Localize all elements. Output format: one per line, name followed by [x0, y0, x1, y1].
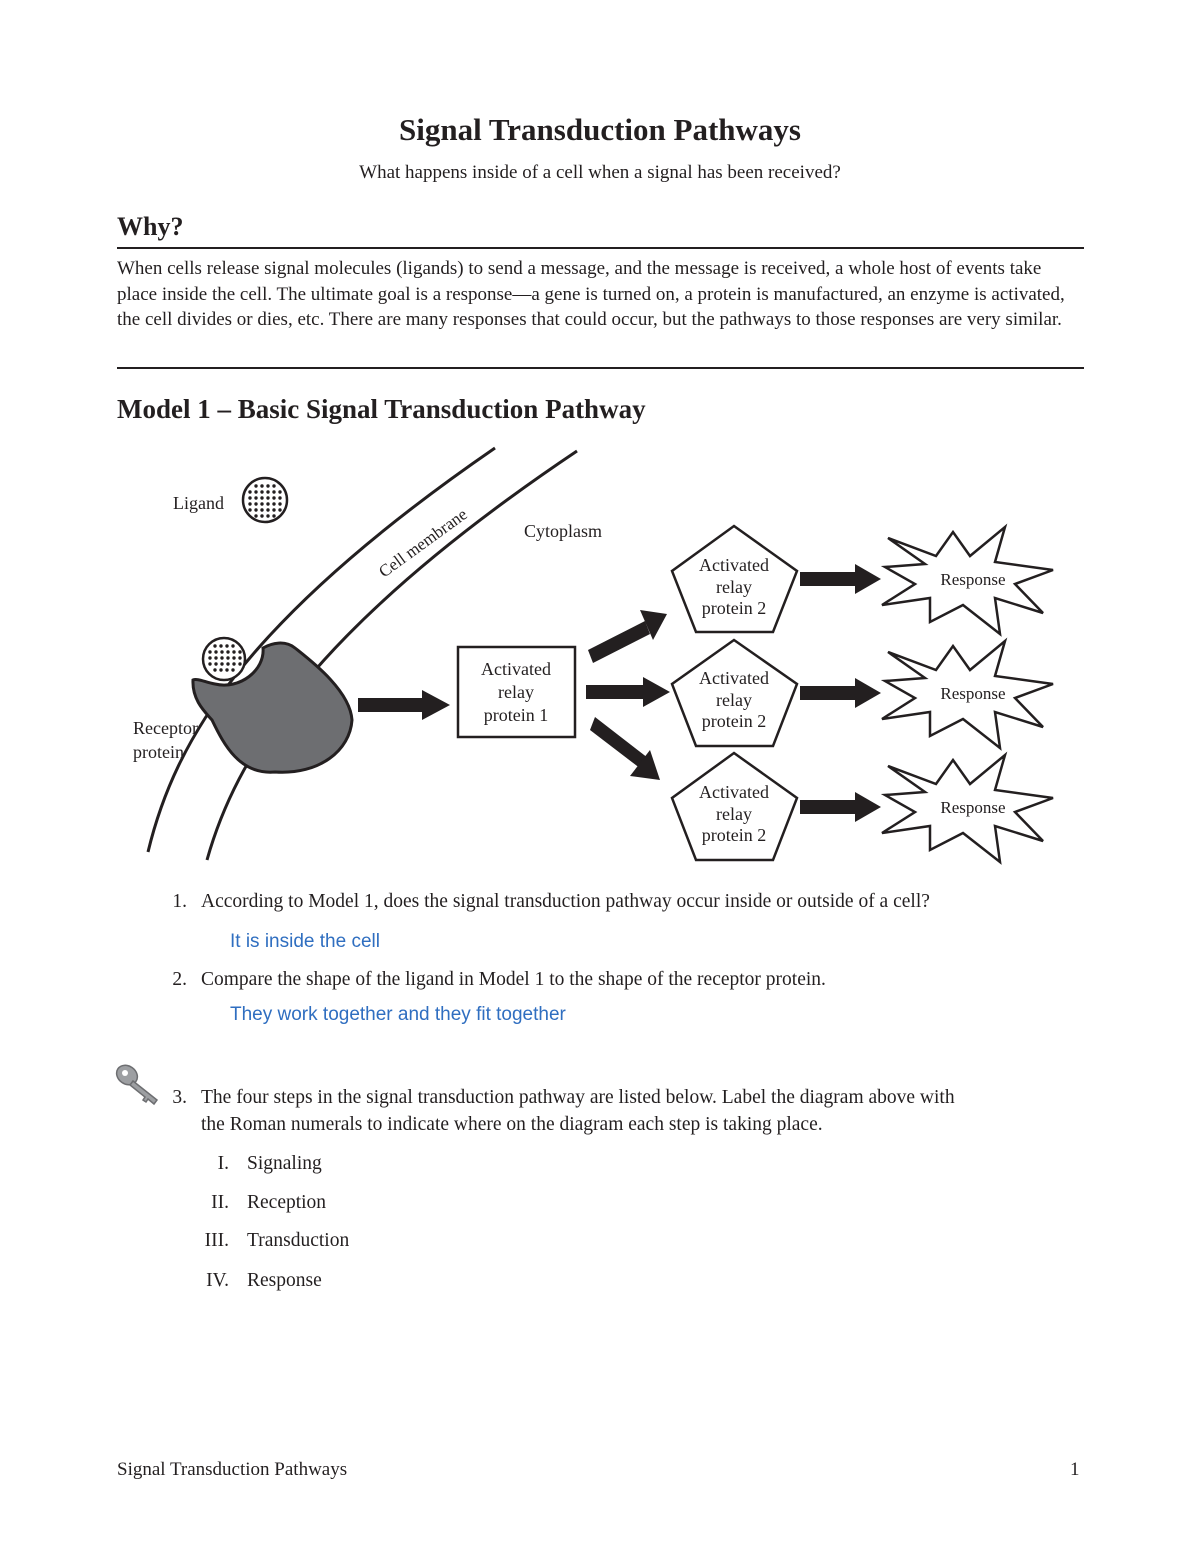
receptor-label-line2: protein: [133, 742, 184, 762]
footer-title: Signal Transduction Pathways: [117, 1459, 348, 1480]
receptor-label-line1: Receptor: [133, 718, 198, 738]
page-subtitle: What happens inside of a cell when a sig…: [359, 162, 841, 183]
step-label: Signaling: [247, 1153, 322, 1174]
arrow-right-icon: [586, 677, 670, 707]
step-numeral: IV.: [206, 1270, 229, 1291]
cell-membrane-label: Cell membrane: [375, 505, 471, 582]
relay-protein-2-shape: [670, 524, 799, 634]
arrow-right-icon: [800, 792, 881, 822]
question-text-line1: The four steps in the signal transductio…: [201, 1087, 955, 1108]
page-number: 1: [1070, 1459, 1080, 1480]
step-numeral: II.: [211, 1192, 229, 1213]
cytoplasm-label: Cytoplasm: [524, 521, 602, 541]
receptor-protein-shape: [191, 641, 354, 774]
relay1-line3: protein 1: [484, 705, 549, 725]
step-numeral: I.: [217, 1153, 229, 1174]
relay2a-line1: Activated: [699, 555, 769, 575]
page-title: Signal Transduction Pathways: [399, 112, 801, 147]
divider: [117, 367, 1084, 369]
arrow-right-icon: [358, 690, 450, 720]
step-label: Response: [247, 1270, 322, 1291]
why-paragraph: When cells release signal molecules (lig…: [117, 258, 1065, 330]
signal-pathway-diagram: Ligand Cell membrane Cytoplasm Receptor …: [133, 446, 1054, 865]
ligand-label: Ligand: [173, 493, 224, 513]
arrow-down-right-icon: [590, 717, 660, 780]
question-number: 2.: [172, 969, 187, 990]
question-text: Compare the shape of the ligand in Model…: [201, 969, 826, 990]
key-icon: [115, 1064, 159, 1106]
relay1-line2: relay: [498, 682, 534, 702]
step-numeral: III.: [204, 1230, 229, 1251]
step-label: Transduction: [247, 1230, 350, 1251]
question-number: 1.: [172, 891, 187, 912]
relay1-line1: Activated: [481, 659, 551, 679]
model-heading: Model 1 – Basic Signal Transduction Path…: [117, 394, 646, 424]
question-number: 3.: [172, 1087, 187, 1108]
relay2b-line2: relay: [716, 690, 752, 710]
step-label: Reception: [247, 1192, 327, 1213]
relay2c-line2: relay: [716, 804, 752, 824]
response-label-1: Response: [940, 570, 1005, 589]
response-starburst-shape: [880, 751, 1054, 865]
question-text-line2: the Roman numerals to indicate where on …: [201, 1114, 823, 1135]
answer-text: They work together and they fit together: [230, 1004, 566, 1025]
response-label-3: Response: [940, 798, 1005, 817]
relay-protein-2-shape: [670, 638, 799, 748]
arrow-right-icon: [800, 564, 881, 594]
relay2c-line3: protein 2: [702, 825, 767, 845]
relay2c-line1: Activated: [699, 782, 769, 802]
question-text: According to Model 1, does the signal tr…: [201, 891, 930, 912]
why-heading: Why?: [117, 212, 184, 241]
response-starburst-shape: [880, 637, 1054, 751]
answer-text: It is inside the cell: [230, 931, 380, 952]
relay2a-line3: protein 2: [702, 598, 767, 618]
divider: [117, 247, 1084, 249]
relay-protein-1-box: [456, 645, 577, 739]
response-label-2: Response: [940, 684, 1005, 703]
relay2a-line2: relay: [716, 577, 752, 597]
response-starburst-shape: [880, 523, 1054, 637]
ligand-icon: [241, 476, 289, 524]
relay2b-line3: protein 2: [702, 711, 767, 731]
bound-ligand-icon: [201, 636, 247, 682]
arrow-right-icon: [800, 678, 881, 708]
arrow-up-right-icon: [588, 610, 667, 663]
relay2b-line1: Activated: [699, 668, 769, 688]
relay-protein-2-shape: [670, 751, 799, 862]
